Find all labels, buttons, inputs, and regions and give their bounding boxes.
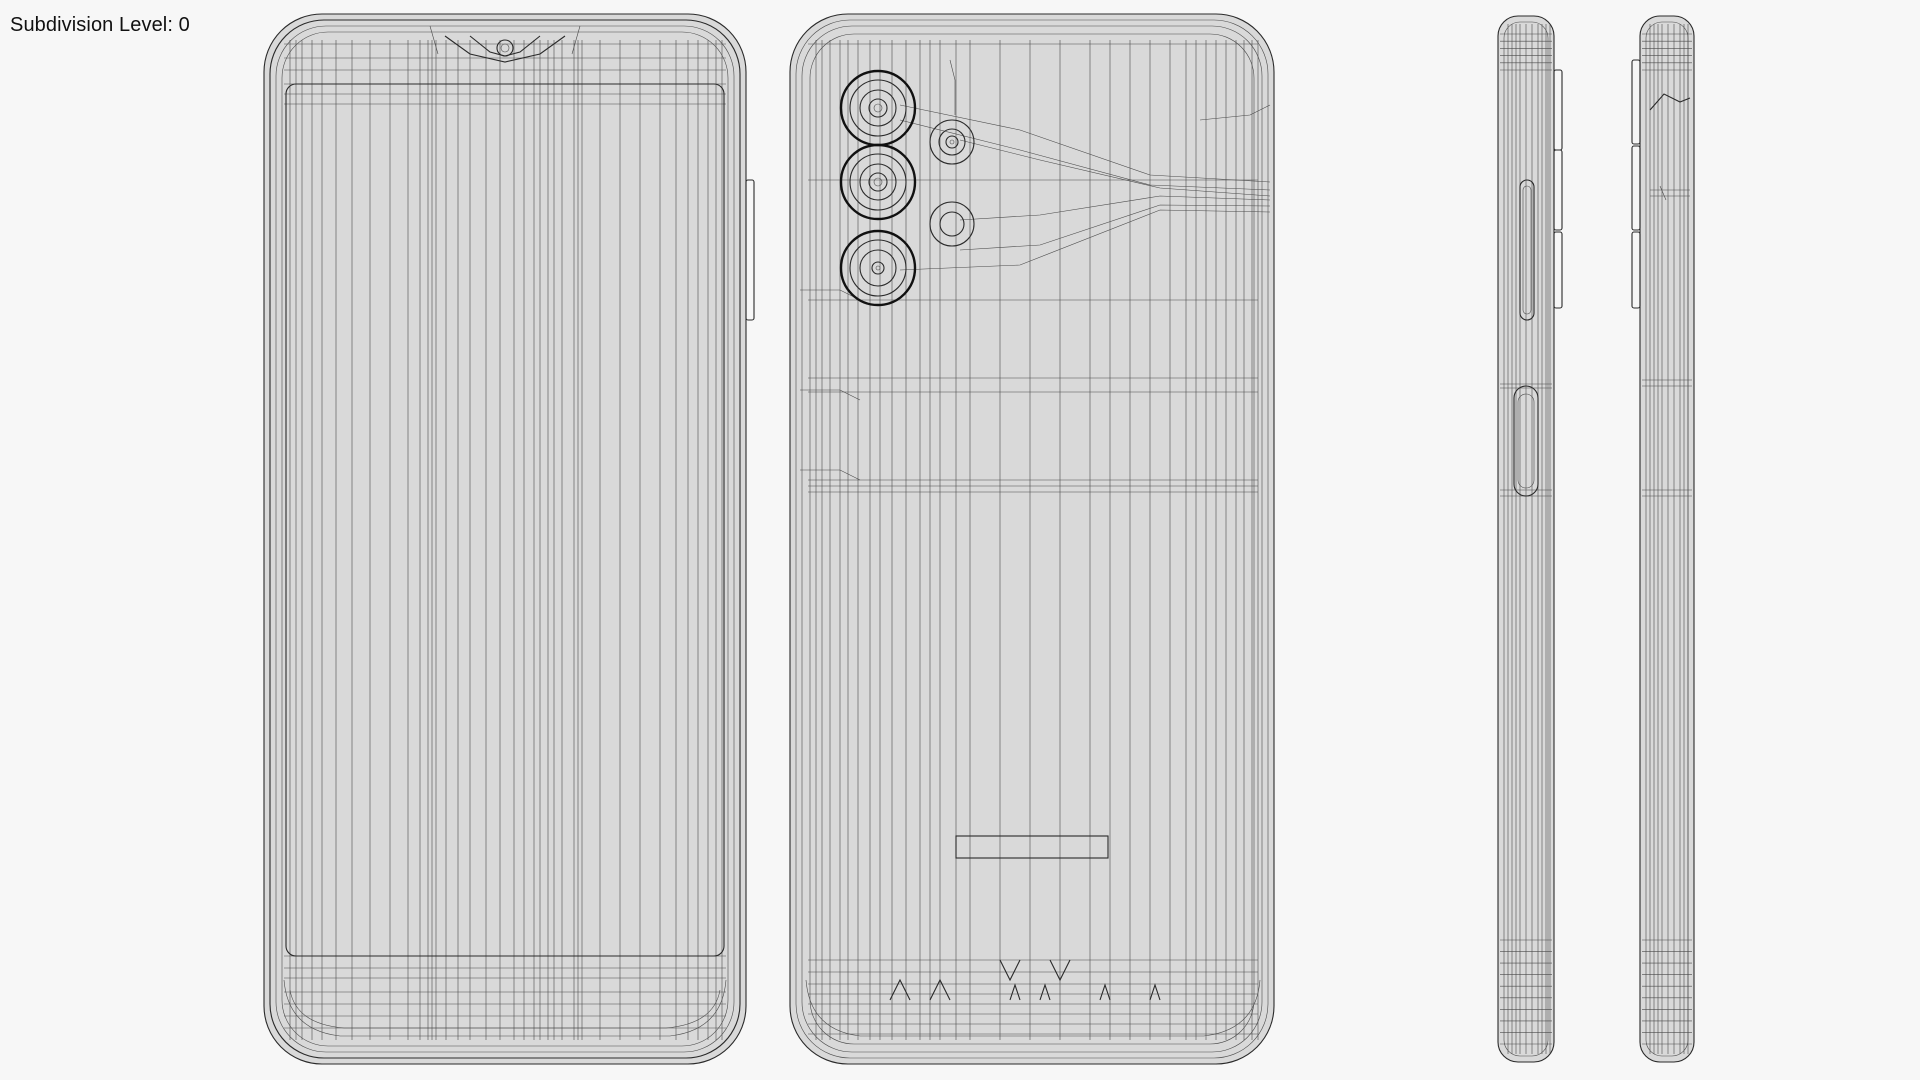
camera-bump-3 xyxy=(1631,231,1641,309)
phone-back-view[interactable] xyxy=(789,13,1275,1065)
phone-side-view-left[interactable] xyxy=(1497,15,1563,1063)
back-horizontal-edges xyxy=(808,43,1258,1035)
front-camera-icon xyxy=(429,25,581,63)
volume-up-button xyxy=(1553,69,1563,151)
side-left-horizontal-edges xyxy=(1500,33,1552,1045)
front-body xyxy=(264,14,746,1064)
rear-camera-ultrawide-icon xyxy=(839,143,917,221)
camera-bump-1 xyxy=(1631,59,1641,145)
side-slot-icon xyxy=(1513,385,1539,497)
rear-sensor-icon xyxy=(929,201,975,247)
back-flow-lines xyxy=(800,59,1271,481)
back-bottom-spikes xyxy=(889,959,1161,1001)
phone-side-view-right[interactable] xyxy=(1631,15,1695,1063)
back-logo-plate xyxy=(955,835,1109,859)
camera-bump-2 xyxy=(1631,145,1641,231)
power-button xyxy=(1553,231,1563,309)
side-right-horizontal-edges xyxy=(1642,33,1692,1045)
rear-camera-macro-icon xyxy=(839,229,917,307)
side-right-body xyxy=(1640,16,1694,1062)
back-body xyxy=(790,14,1274,1064)
sim-tray-icon xyxy=(1519,179,1535,321)
side-right-vertical-edges xyxy=(1649,24,1689,1054)
subdivision-level-label: Subdivision Level: 0 xyxy=(10,14,190,36)
rear-flash-icon xyxy=(929,119,975,165)
back-vertical-edges xyxy=(815,40,1259,1040)
phone-front-view[interactable] xyxy=(263,13,755,1065)
volume-down-button xyxy=(1553,149,1563,231)
front-side-button xyxy=(745,179,755,321)
front-vertical-edges xyxy=(289,40,723,1040)
